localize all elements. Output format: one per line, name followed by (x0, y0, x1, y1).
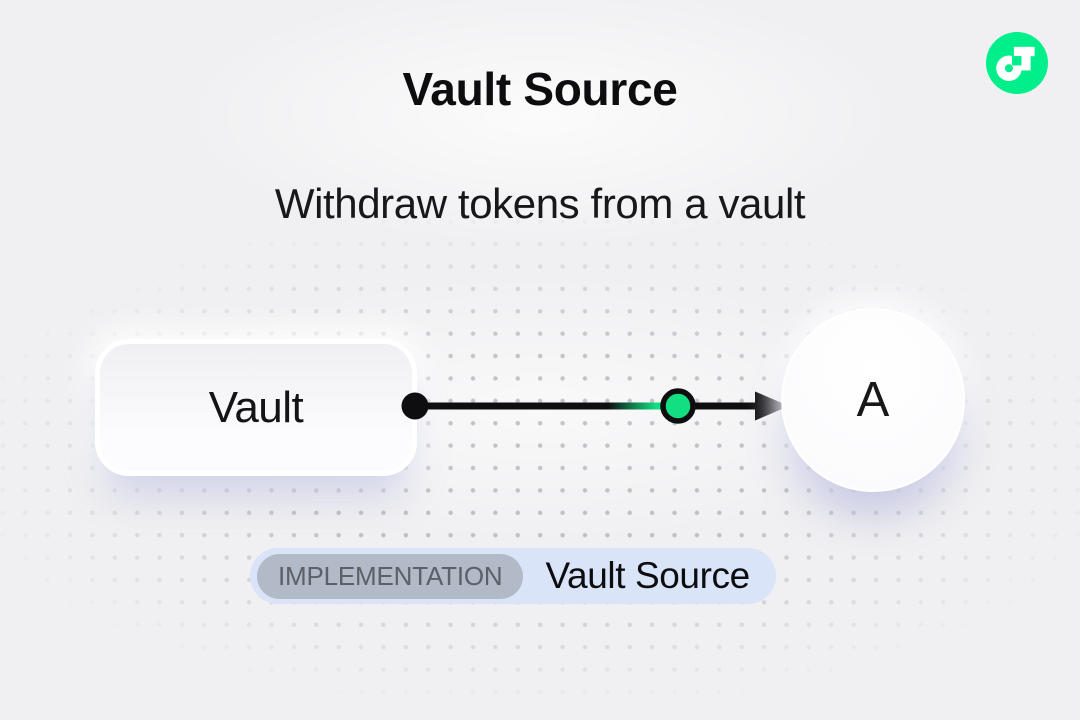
vault-node-label: Vault (208, 382, 304, 432)
implementation-label: Vault Source (545, 555, 750, 596)
implementation-tag: IMPLEMENTATION (257, 553, 524, 599)
page-subtitle: Withdraw tokens from a vault (274, 180, 806, 227)
flow-logo-icon (986, 32, 1048, 94)
page-title: Vault Source (402, 63, 678, 115)
vault-node: Vault (95, 339, 417, 476)
account-node-label: A (856, 373, 890, 427)
account-node: A (781, 308, 965, 492)
implementation-badge: IMPLEMENTATION Vault Source (250, 548, 776, 604)
